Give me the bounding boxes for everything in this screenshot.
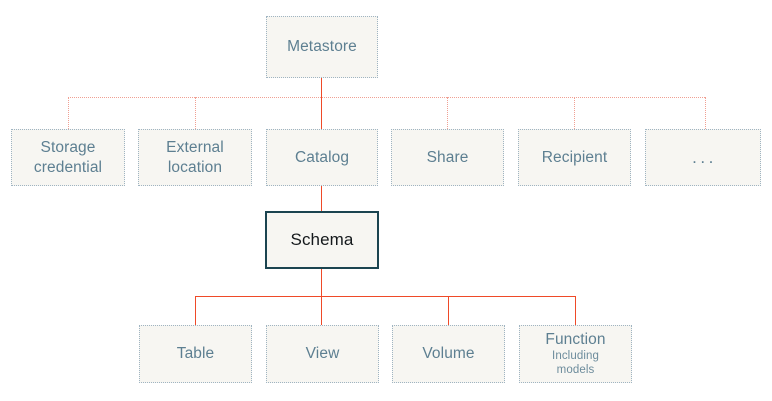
connector-leaf-bus-to-view [321,296,322,325]
node-storage-credential-label: Storage credential [33,139,103,176]
connector-schema-to-leaf-bus [321,269,322,296]
node-function[interactable]: Function Including models [519,325,632,383]
node-share[interactable]: Share [391,129,504,186]
node-volume[interactable]: Volume [392,325,505,383]
connector-leaf-bus-to-table [195,296,196,325]
connector-bus-to-share [447,97,448,129]
node-view[interactable]: View [266,325,379,383]
connector-leaf-bus-to-function [575,296,576,325]
node-catalog-label: Catalog [294,148,350,166]
node-ellipsis-more[interactable]: ... [645,129,761,186]
connector-bus-to-catalog [321,97,322,129]
node-external-location[interactable]: External location [138,129,252,186]
node-function-subtitle: Including models [552,350,599,377]
connector-leaf-bus-left [195,296,321,297]
node-volume-label: Volume [422,345,475,363]
node-recipient-label: Recipient [541,148,608,166]
node-ellipsis-label: ... [692,147,717,167]
node-external-location-label: External location [166,139,224,176]
connector-catalog-to-schema [321,186,322,211]
connector-bus-to-ellipsis [705,97,706,129]
node-table[interactable]: Table [139,325,252,383]
connector-bus-to-storage-credential [68,97,69,129]
node-schema[interactable]: Schema [265,211,379,269]
connector-metastore-to-bus [321,78,322,98]
connector-bus-top-right [321,97,705,98]
node-table-label: Table [176,345,215,363]
node-metastore[interactable]: Metastore [266,16,378,78]
node-catalog[interactable]: Catalog [266,129,378,186]
connector-bus-to-recipient [574,97,575,129]
connector-bus-to-external-location [195,97,196,129]
node-recipient[interactable]: Recipient [518,129,631,186]
connector-leaf-bus-to-volume [448,296,449,325]
node-storage-credential[interactable]: Storage credential [11,129,125,186]
node-share-label: Share [426,148,469,166]
node-metastore-label: Metastore [287,38,357,56]
node-schema-label: Schema [290,230,354,250]
node-view-label: View [305,345,340,363]
connector-bus-top-left [68,97,321,98]
node-function-label: Function [545,331,606,349]
